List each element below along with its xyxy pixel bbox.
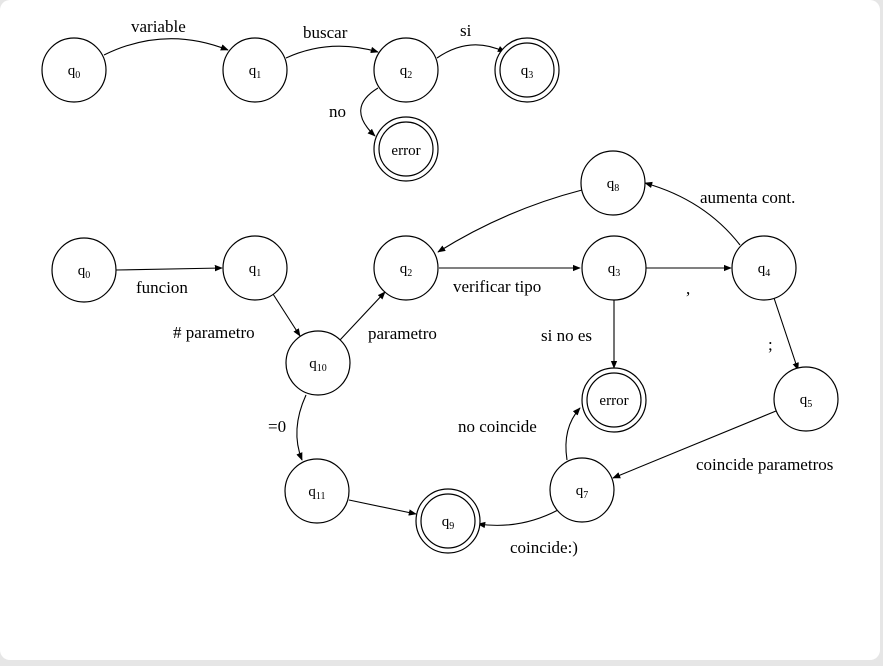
edge-label-si: si bbox=[460, 21, 472, 40]
d2-node-q9-accepting: q9 bbox=[415, 488, 481, 554]
svg-text:q5: q5 bbox=[800, 392, 813, 410]
edge-label-equals-zero: =0 bbox=[268, 417, 286, 436]
svg-text:q0: q0 bbox=[78, 263, 91, 281]
diagram1-edge-labels: variable buscar si no bbox=[131, 17, 472, 121]
svg-text:q3: q3 bbox=[521, 63, 534, 81]
d2-node-q10: q10 bbox=[285, 330, 351, 396]
d1-node-q0: q0 bbox=[41, 37, 107, 103]
svg-text:q10: q10 bbox=[309, 356, 327, 374]
edge-label-comma: , bbox=[686, 279, 690, 298]
edge-label-si-no-es: si no es bbox=[541, 326, 592, 345]
svg-text:q1: q1 bbox=[249, 63, 262, 81]
d2-node-q3: q3 bbox=[581, 235, 647, 301]
edge-label-coincide-parametros: coincide parametros bbox=[696, 455, 833, 474]
svg-text:q0: q0 bbox=[68, 63, 81, 81]
d1-node-q1: q1 bbox=[222, 37, 288, 103]
d2-node-error-accepting: error bbox=[581, 367, 647, 433]
edge-label-verificar-tipo: verificar tipo bbox=[453, 277, 541, 296]
svg-text:q2: q2 bbox=[400, 63, 413, 81]
edge-label-buscar: buscar bbox=[303, 23, 348, 42]
edge-label-no: no bbox=[329, 102, 346, 121]
d1-node-q3-accepting: q3 bbox=[494, 37, 560, 103]
edge-d2-q5-q7 bbox=[612, 410, 777, 479]
edge-d2-q4-q8 bbox=[644, 181, 741, 246]
d1-node-error-accepting: error bbox=[373, 116, 439, 182]
svg-text:q1: q1 bbox=[249, 261, 262, 279]
d2-node-q2: q2 bbox=[373, 235, 439, 301]
edge-d1-q1-q2 bbox=[285, 45, 379, 59]
edge-d2-q0-q1 bbox=[115, 264, 223, 272]
edge-label-coincide: coincide:) bbox=[510, 538, 578, 557]
d1-node-q2: q2 bbox=[373, 37, 439, 103]
edge-d1-q2-q3 bbox=[436, 44, 506, 59]
d2-node-q11: q11 bbox=[284, 458, 350, 524]
svg-text:q9: q9 bbox=[442, 514, 455, 532]
d2-node-q4: q4 bbox=[731, 235, 797, 301]
d2-node-q7: q7 bbox=[549, 457, 615, 523]
svg-text:q11: q11 bbox=[308, 484, 325, 502]
svg-text:q3: q3 bbox=[608, 261, 621, 279]
edge-label-num-parametro: # parametro bbox=[173, 323, 255, 342]
edge-d2-q10-q2 bbox=[339, 291, 386, 341]
svg-text:q4: q4 bbox=[758, 261, 771, 279]
edge-label-funcion: funcion bbox=[136, 278, 188, 297]
edge-d2-q1-q10 bbox=[272, 293, 301, 337]
edge-label-no-coincide: no coincide bbox=[458, 417, 537, 436]
edge-d2-q10-q11 bbox=[296, 394, 307, 461]
svg-text:error: error bbox=[599, 393, 628, 409]
edge-d2-q4-q5 bbox=[773, 297, 799, 371]
edge-d2-q7-q9 bbox=[477, 509, 559, 529]
svg-text:error: error bbox=[391, 143, 420, 159]
diagram2-edges bbox=[115, 181, 799, 529]
edge-d2-q7-error bbox=[565, 407, 581, 461]
edge-label-aumenta-cont: aumenta cont. bbox=[700, 188, 795, 207]
svg-text:q7: q7 bbox=[576, 483, 589, 501]
edge-label-variable: variable bbox=[131, 17, 186, 36]
d2-node-q1: q1 bbox=[222, 235, 288, 301]
edge-label-semicolon: ; bbox=[768, 335, 773, 354]
edge-label-parametro: parametro bbox=[368, 324, 437, 343]
svg-text:q8: q8 bbox=[607, 176, 620, 194]
edge-d1-q0-q1 bbox=[103, 38, 229, 56]
edge-d2-q11-q9 bbox=[348, 499, 417, 516]
diagram1-edges bbox=[103, 38, 506, 137]
d2-node-q8: q8 bbox=[580, 150, 646, 216]
diagram2-edge-labels: funcion # parametro parametro =0 verific… bbox=[136, 188, 833, 557]
d2-node-q5: q5 bbox=[773, 366, 839, 432]
d2-node-q0: q0 bbox=[51, 237, 117, 303]
edge-d2-q8-q2 bbox=[437, 189, 583, 253]
edge-d1-q2-error bbox=[360, 87, 379, 137]
svg-text:q2: q2 bbox=[400, 261, 413, 279]
